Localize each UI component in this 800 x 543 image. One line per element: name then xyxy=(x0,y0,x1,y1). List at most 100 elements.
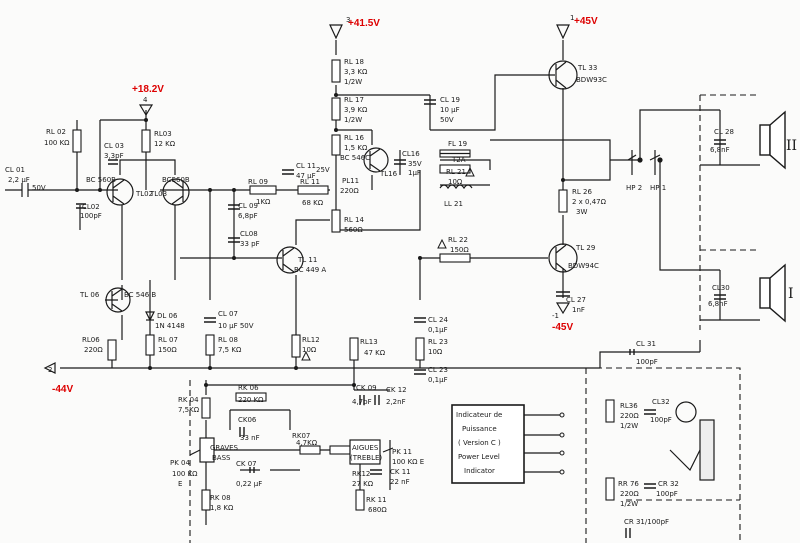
capacitors xyxy=(76,99,726,538)
label-cl30: CL30 xyxy=(712,284,730,292)
label-cl30-value: 6,8nF xyxy=(708,300,728,308)
label-rl36-watt: 1/2W xyxy=(620,422,638,430)
label-bass: BASS xyxy=(212,454,231,462)
label-cl01: CL 01 xyxy=(5,166,25,174)
rail-minus-45v: -45V xyxy=(552,322,573,333)
indicator-line-1: Indicateur de xyxy=(456,411,502,419)
label-bc560b-1: BC 560B xyxy=(86,176,116,184)
label-ck06-value: 33 nF xyxy=(240,434,260,442)
label-cr31: CR 31/100pF xyxy=(624,518,669,526)
label-tl02: TL02 xyxy=(135,190,153,198)
label-rl07: RL 07 xyxy=(158,336,178,344)
label-ck12: CK 12 xyxy=(386,386,407,394)
label-cl16-voltage: 35V xyxy=(408,160,422,168)
label-cl28: CL 28 xyxy=(714,128,734,136)
label-ck09-value: 4,7pF xyxy=(352,398,372,406)
terminal-4: 4 xyxy=(143,96,148,104)
label-rl09: RL 09 xyxy=(248,178,268,186)
label-cl19-value: 10 µF xyxy=(440,106,460,114)
label-rl14-value: 560Ω xyxy=(344,226,363,234)
junctions xyxy=(75,93,565,452)
label-rk04: RK 04 xyxy=(178,396,199,404)
label-rl16: RL 16 xyxy=(344,134,364,142)
label-cl03-value: 3,3pF xyxy=(104,152,124,160)
label-rl09-value: 1KΩ xyxy=(256,198,271,206)
label-cl24: CL 24 xyxy=(428,316,448,324)
label-cl08-value: 33 pF xyxy=(240,240,260,248)
label-pl11: PL11 xyxy=(342,177,359,185)
label-rl12: RL12 xyxy=(302,336,320,344)
label-bc560b-2: BC560B xyxy=(162,176,190,184)
label-rl11: RL 11 xyxy=(300,178,320,186)
label-rl17-value: 3,9 KΩ xyxy=(344,106,368,114)
label-rl22-value: 150Ω xyxy=(450,246,469,254)
label-rl22: RL 22 xyxy=(448,236,468,244)
label-cr32: CR 32 xyxy=(658,480,679,488)
label-rk07-value: 4,7KΩ xyxy=(296,439,318,447)
label-cl32-value: 100pF xyxy=(650,416,672,424)
label-pk11-value: 100 KΩ E xyxy=(392,458,424,466)
label-rl17-watt: 1/2W xyxy=(344,116,362,124)
label-cl19: CL 19 xyxy=(440,96,460,104)
rail-18-2v: +18.2V xyxy=(132,84,164,95)
inductor-ll21 xyxy=(439,184,473,190)
label-rl08: RL 08 xyxy=(218,336,238,344)
label-cl31-value: 100pF xyxy=(636,358,658,366)
label-rl36-value: 220Ω xyxy=(620,412,639,420)
label-rl08-value: 7,5 KΩ xyxy=(218,346,242,354)
label-fl19-value: T2A xyxy=(451,156,466,164)
label-bc546b: BC 546 B xyxy=(124,291,156,299)
label-tl33: TL 33 xyxy=(577,64,597,72)
label-cl19-voltage: 50V xyxy=(440,116,454,124)
label-rl06-value: 220Ω xyxy=(84,346,103,354)
label-rl13: RL13 xyxy=(360,338,378,346)
label-rl03: RL03 xyxy=(154,130,172,138)
label-ck09: CK 09 xyxy=(356,384,377,392)
power-level-indicator xyxy=(451,404,565,484)
rail-arrows xyxy=(43,24,571,374)
rail-minus-44v: -44V xyxy=(52,384,73,395)
indicator-line-3: ( Version C ) xyxy=(458,439,501,447)
label-cl28-value: 6,8nF xyxy=(710,146,730,154)
label-rl12-value: 10Ω xyxy=(302,346,317,354)
potentiometers xyxy=(189,437,394,465)
wires xyxy=(5,40,760,525)
label-cl23: CL 23 xyxy=(428,366,448,374)
label-tl03: TL03 xyxy=(149,190,167,198)
label-rr76-value: 220Ω xyxy=(620,490,639,498)
label-cl03: CL 03 xyxy=(104,142,124,150)
label-ll21: LL 21 xyxy=(444,200,463,208)
label-rl23-value: 10Ω xyxy=(428,348,443,356)
label-speaker-2: II xyxy=(786,138,797,154)
label-treble: (TREBLE) xyxy=(350,454,382,462)
fuse-fl19 xyxy=(439,149,471,158)
label-rl02-value: 100 KΩ xyxy=(44,139,70,147)
component-labels: CL 01 2,2 µF 50V RL 02 100 KΩ CL 03 3,3p… xyxy=(5,58,797,526)
label-fl19: FL 19 xyxy=(448,140,467,148)
label-cl11-voltage: 25V xyxy=(316,166,330,174)
label-bc449a: BC 449 A xyxy=(294,266,326,274)
label-hp2: HP 2 xyxy=(626,184,642,192)
label-pk04-taper: E xyxy=(178,480,182,488)
label-rl07-value: 150Ω xyxy=(158,346,177,354)
label-pk04-value: 100 KΩ xyxy=(172,470,198,478)
label-bc546c: BC 546C xyxy=(340,154,370,162)
label-ck07-value: 0,22 µF xyxy=(236,480,262,488)
label-cl27: CL 27 xyxy=(566,296,586,304)
label-ck07: CK 07 xyxy=(236,460,257,468)
label-hp1: HP 1 xyxy=(650,184,666,192)
label-rl14: RL 14 xyxy=(344,216,364,224)
label-rr76: RR 76 xyxy=(618,480,639,488)
terminal-minus-1: -1 xyxy=(552,312,559,320)
label-cl31: CL 31 xyxy=(636,340,656,348)
label-cl07: CL 07 xyxy=(218,310,238,318)
label-tl06: TL 06 xyxy=(79,291,100,299)
terminal-3: 3 xyxy=(346,16,350,24)
label-ck11: CK 11 xyxy=(390,468,411,476)
label-rl17: RL 17 xyxy=(344,96,364,104)
label-bdw93c: BDW93C xyxy=(576,76,607,84)
label-cl32: CL32 xyxy=(652,398,670,406)
label-rl18-watt: 1/2W xyxy=(344,78,362,86)
label-cl02: CL02 xyxy=(82,203,100,211)
